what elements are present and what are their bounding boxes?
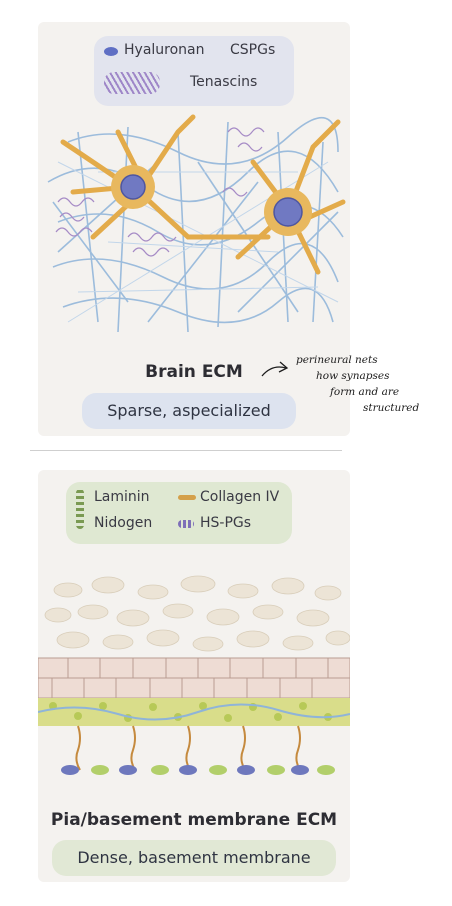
nucleus-right	[273, 197, 303, 227]
basement-membrane-layer	[38, 698, 350, 726]
hspg-strands	[75, 725, 301, 771]
collagen-icon	[178, 495, 196, 500]
legend-tenascins: Tenascins	[190, 74, 258, 90]
nucleus-left	[120, 174, 146, 200]
legend-hyaluronan: Hyaluronan	[124, 42, 205, 58]
basement-membrane-illustration	[38, 575, 350, 775]
legend-laminin: Laminin	[94, 489, 150, 505]
legend-cspgs: CSPGs	[230, 42, 276, 58]
annotation-line-1: perineural nets	[296, 354, 378, 366]
legend-hspgs: HS-PGs	[200, 515, 252, 531]
pia-ecm-panel: Laminin Collagen IV Nidogen HS-PGs Pia/b…	[38, 470, 350, 882]
epithelial-cell-layer	[38, 657, 350, 699]
hspg-icon	[178, 520, 194, 528]
legend-nidogen: Nidogen	[94, 515, 153, 531]
ecm-network	[47, 116, 344, 333]
brain-ecm-subtitle: Sparse, aspecialized	[82, 393, 296, 429]
anchor-proteins	[61, 765, 335, 775]
hyaluronan-icon	[104, 47, 118, 56]
laminin-icon	[76, 489, 84, 529]
tenascin-icon	[104, 72, 160, 94]
annotation-line-3: form and are	[330, 386, 400, 398]
tissue-background	[44, 575, 350, 652]
pia-ecm-subtitle: Dense, basement membrane	[52, 840, 336, 876]
cspg-clusters	[55, 127, 265, 257]
brain-ecm-legend: Hyaluronan CSPGs Tenascins	[94, 36, 294, 106]
annotation-line-2: how synapses	[316, 370, 390, 382]
section-divider	[30, 450, 342, 451]
pia-ecm-title: Pia/basement membrane ECM	[50, 810, 338, 830]
legend-collagen: Collagen IV	[200, 489, 280, 505]
brain-ecm-illustration	[47, 114, 346, 333]
pia-ecm-legend: Laminin Collagen IV Nidogen HS-PGs	[66, 482, 292, 544]
brain-ecm-title: Brain ECM	[145, 362, 243, 382]
brain-ecm-panel: Hyaluronan CSPGs Tenascins Brain ECM Spa…	[38, 22, 350, 436]
annotation-line-4: structured	[363, 402, 420, 414]
